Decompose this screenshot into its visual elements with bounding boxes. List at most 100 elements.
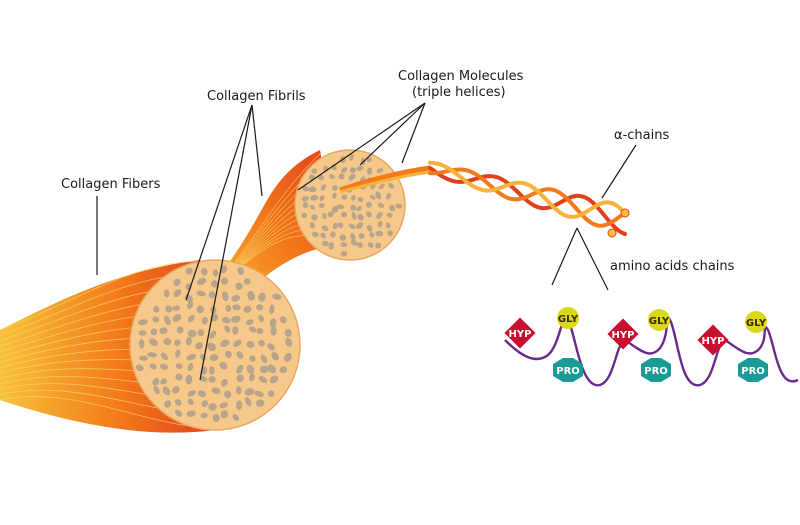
cell — [175, 363, 183, 369]
cell — [185, 337, 193, 346]
cell — [376, 168, 384, 173]
cell — [328, 242, 334, 250]
cell — [254, 390, 264, 398]
cell — [284, 329, 292, 337]
cell — [258, 292, 266, 302]
cell — [176, 326, 184, 334]
cell — [197, 329, 205, 337]
cell — [369, 232, 375, 238]
cell — [357, 242, 363, 248]
cell — [199, 376, 208, 382]
cell — [340, 211, 348, 218]
cell — [375, 242, 382, 249]
cell — [350, 233, 356, 241]
gly-label-3: GLY — [746, 318, 767, 329]
cell — [201, 316, 208, 325]
pro-hexagon-2 — [641, 358, 671, 382]
cell — [356, 205, 362, 212]
cell — [321, 225, 329, 232]
cell — [246, 364, 255, 375]
cell — [187, 398, 194, 406]
cell — [366, 224, 373, 232]
cell — [221, 277, 229, 285]
cell — [212, 413, 220, 422]
pro-hexagon-3 — [738, 358, 768, 382]
cell — [337, 222, 344, 229]
cell — [152, 377, 160, 386]
cell — [366, 157, 373, 163]
cell — [208, 291, 216, 299]
hyp-label-1: HYP — [509, 329, 532, 340]
cell — [322, 212, 327, 220]
cell — [318, 175, 325, 181]
cell — [185, 374, 193, 385]
fiber-cross-section — [129, 259, 301, 431]
cell — [165, 305, 173, 313]
cell — [258, 314, 264, 323]
cell — [232, 304, 241, 311]
cell — [269, 304, 275, 315]
cell — [221, 291, 229, 302]
cell — [285, 337, 293, 347]
hyp-diamond-2 — [607, 318, 639, 350]
cell — [395, 203, 403, 209]
cell — [320, 184, 327, 191]
cell — [221, 316, 231, 324]
cell — [208, 376, 216, 383]
cell — [172, 386, 180, 394]
cell — [279, 366, 288, 374]
cell — [149, 338, 158, 347]
pro-label-3: PRO — [741, 366, 765, 377]
cell — [187, 329, 197, 338]
cell — [302, 202, 309, 208]
cell — [195, 341, 203, 350]
cell — [267, 364, 276, 374]
cell — [256, 327, 264, 335]
cell — [356, 222, 364, 229]
cell — [153, 305, 160, 313]
cell — [147, 352, 158, 358]
cell — [139, 355, 148, 361]
cell — [159, 363, 169, 370]
cell — [248, 326, 257, 333]
cell — [301, 195, 309, 202]
label-collagen-fibers: Collagen Fibers — [61, 177, 161, 192]
cell — [233, 339, 242, 347]
cell — [375, 230, 384, 237]
cell — [329, 231, 336, 238]
cell — [320, 232, 327, 239]
cell — [152, 316, 160, 323]
cell — [308, 186, 317, 193]
cell — [367, 242, 374, 248]
cell — [211, 387, 221, 395]
label-collagen-molecules: Collagen Molecules — [398, 69, 524, 84]
cell — [301, 212, 308, 219]
cell — [225, 304, 232, 312]
cell — [259, 365, 269, 374]
cell — [224, 390, 232, 399]
cell — [350, 195, 356, 201]
hyp-diamond-3 — [697, 324, 729, 356]
fiber-strand — [0, 261, 206, 331]
cell — [348, 173, 356, 181]
cell — [224, 350, 232, 358]
cell — [186, 410, 196, 417]
cell — [311, 168, 318, 174]
cell — [243, 278, 251, 285]
cell — [340, 242, 348, 248]
cell — [232, 326, 239, 335]
cell — [186, 353, 196, 361]
gly-circle-3 — [745, 311, 767, 333]
cell — [341, 167, 348, 173]
alpha-chain-strand — [428, 166, 627, 236]
amino-acid-chain: HYP GLY PRO HYP GLY PRO HYP GLY PRO — [504, 307, 799, 387]
cell — [221, 378, 228, 387]
cell — [339, 234, 347, 241]
cell — [302, 186, 310, 192]
cell — [244, 397, 252, 407]
cell — [162, 386, 171, 396]
cell — [267, 390, 275, 398]
cell — [243, 306, 252, 313]
cell — [255, 304, 264, 311]
gly-label-2: GLY — [649, 316, 670, 327]
